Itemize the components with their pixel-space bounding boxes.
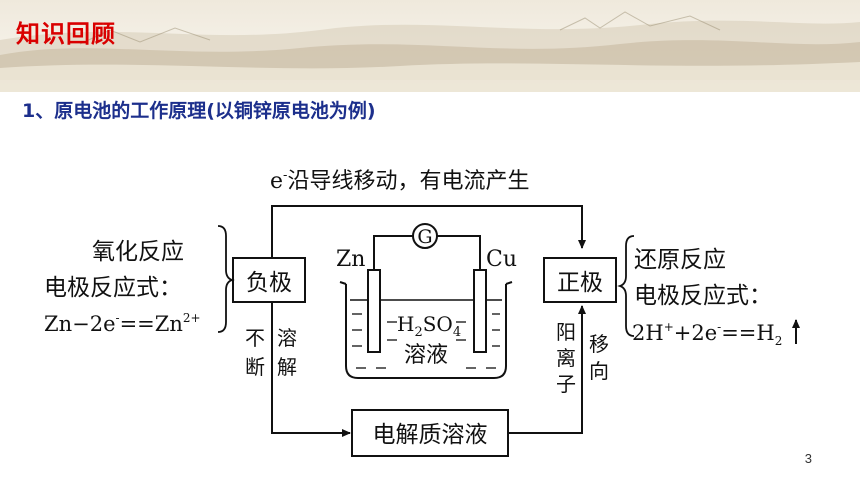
zinc-electrode [367, 269, 381, 353]
cation-flow-arrow [508, 305, 586, 434]
beaker [345, 284, 507, 379]
electron-charge: - [283, 168, 287, 183]
section-title: 知识回顾 [16, 20, 116, 48]
anion-flow-arrow [271, 302, 351, 437]
left-equation: Zn−2e-==Zn2+ [44, 311, 201, 336]
positive-electrode-label: 正极 [557, 270, 603, 296]
galvanic-cell-diagram: e-沿导线移动，有电流产生 负极 正极 电解质溶液 不 断 溶 解 阳 离 子 … [44, 168, 800, 457]
reduction-label: 还原反应 [634, 247, 726, 273]
right-cation-label-1: 阳 [556, 320, 576, 344]
galvanometer-wire [373, 235, 481, 270]
right-cation-label-2: 离 [556, 346, 576, 370]
electron-flow-caption: e-沿导线移动，有电流产生 [270, 168, 529, 194]
electrolyte-label: 电解质溶液 [373, 422, 488, 448]
galvanometer [412, 223, 438, 249]
oxidation-label: 氧化反应 [92, 239, 184, 265]
left-brace [217, 225, 235, 333]
right-brace [617, 235, 635, 337]
right-equation: 2H++2e-==H2 [632, 320, 782, 348]
electron-symbol: e [270, 169, 283, 194]
right-move-label-2: 向 [589, 359, 609, 383]
left-down-label-1: 不 [245, 326, 265, 350]
solution-hatching [352, 313, 500, 369]
right-cation-label-3: 子 [556, 372, 576, 396]
electron-flow-text: 沿导线移动，有电流产生 [287, 169, 529, 194]
left-dissolve-label-1: 溶 [277, 326, 297, 350]
right-move-label-1: 移 [589, 332, 609, 356]
external-wire [271, 205, 586, 258]
solution-name: 溶液 [404, 343, 448, 368]
negative-electrode-box [232, 257, 306, 303]
left-equation-label: 电极反应式： [44, 275, 182, 301]
right-equation-label: 电极反应式： [634, 283, 772, 309]
negative-electrode-label: 负极 [246, 270, 292, 296]
positive-electrode-box [543, 257, 617, 303]
page-number: 3 [804, 451, 812, 466]
header-landscape-background [0, 0, 860, 92]
zinc-label: Zn [336, 247, 365, 272]
copper-label: Cu [486, 247, 517, 272]
galvanometer-label: G [417, 226, 432, 248]
solution-formula: H2SO4 [397, 312, 461, 340]
subheading: 1、原电池的工作原理(以铜锌原电池为例) [22, 100, 376, 122]
left-dissolve-label-2: 解 [277, 355, 297, 379]
left-down-label-2: 断 [245, 355, 265, 379]
copper-electrode [473, 269, 487, 353]
